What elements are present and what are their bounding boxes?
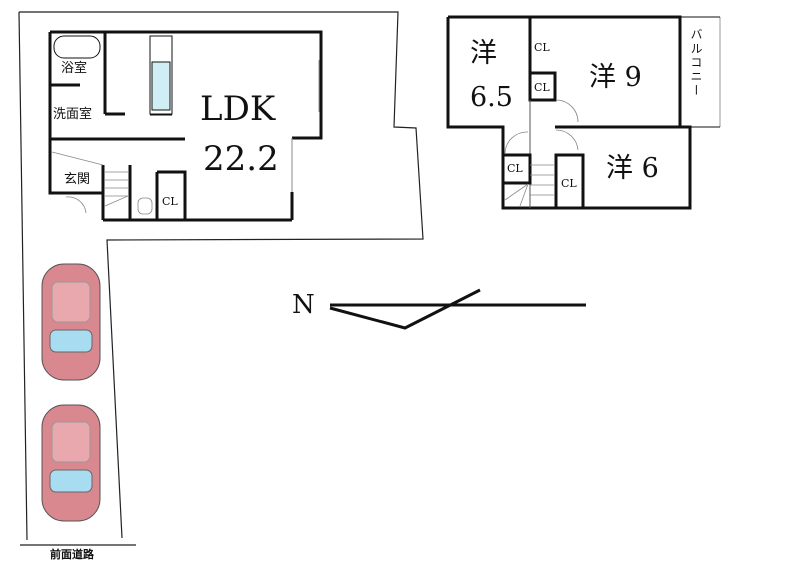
compass-arrow xyxy=(329,288,586,330)
closet-label: CL xyxy=(534,41,550,54)
closet-label: CL xyxy=(507,162,523,175)
balcony-label: バルコニー xyxy=(689,28,703,98)
closet-label: CL xyxy=(534,81,550,94)
washroom-label: 洗面室 xyxy=(53,107,93,122)
parked-car-1 xyxy=(41,263,101,381)
north-label: N xyxy=(292,290,315,320)
front-road-label: 前面道路 xyxy=(50,548,94,561)
ldk-size: 22.2 xyxy=(203,139,279,179)
parked-car-2 xyxy=(41,404,101,522)
lot-boundary xyxy=(19,11,424,539)
room-a-label: 洋 xyxy=(470,38,497,69)
ground-floor xyxy=(48,30,323,222)
closet-label: CL xyxy=(162,195,178,208)
room-c-label: 洋 6 xyxy=(606,153,659,184)
bathroom-label: 浴室 xyxy=(61,61,88,76)
room-b-label: 洋 9 xyxy=(589,62,642,93)
ldk-label: LDK xyxy=(200,89,276,129)
second-stairs xyxy=(504,99,579,207)
lot-boundary-left xyxy=(18,11,28,541)
second-floor xyxy=(446,15,721,210)
entrance-label: 玄関 xyxy=(64,172,91,187)
ground-stairs xyxy=(51,151,153,215)
closet-label: CL xyxy=(561,177,577,190)
room-a-size: 6.5 xyxy=(470,82,513,113)
